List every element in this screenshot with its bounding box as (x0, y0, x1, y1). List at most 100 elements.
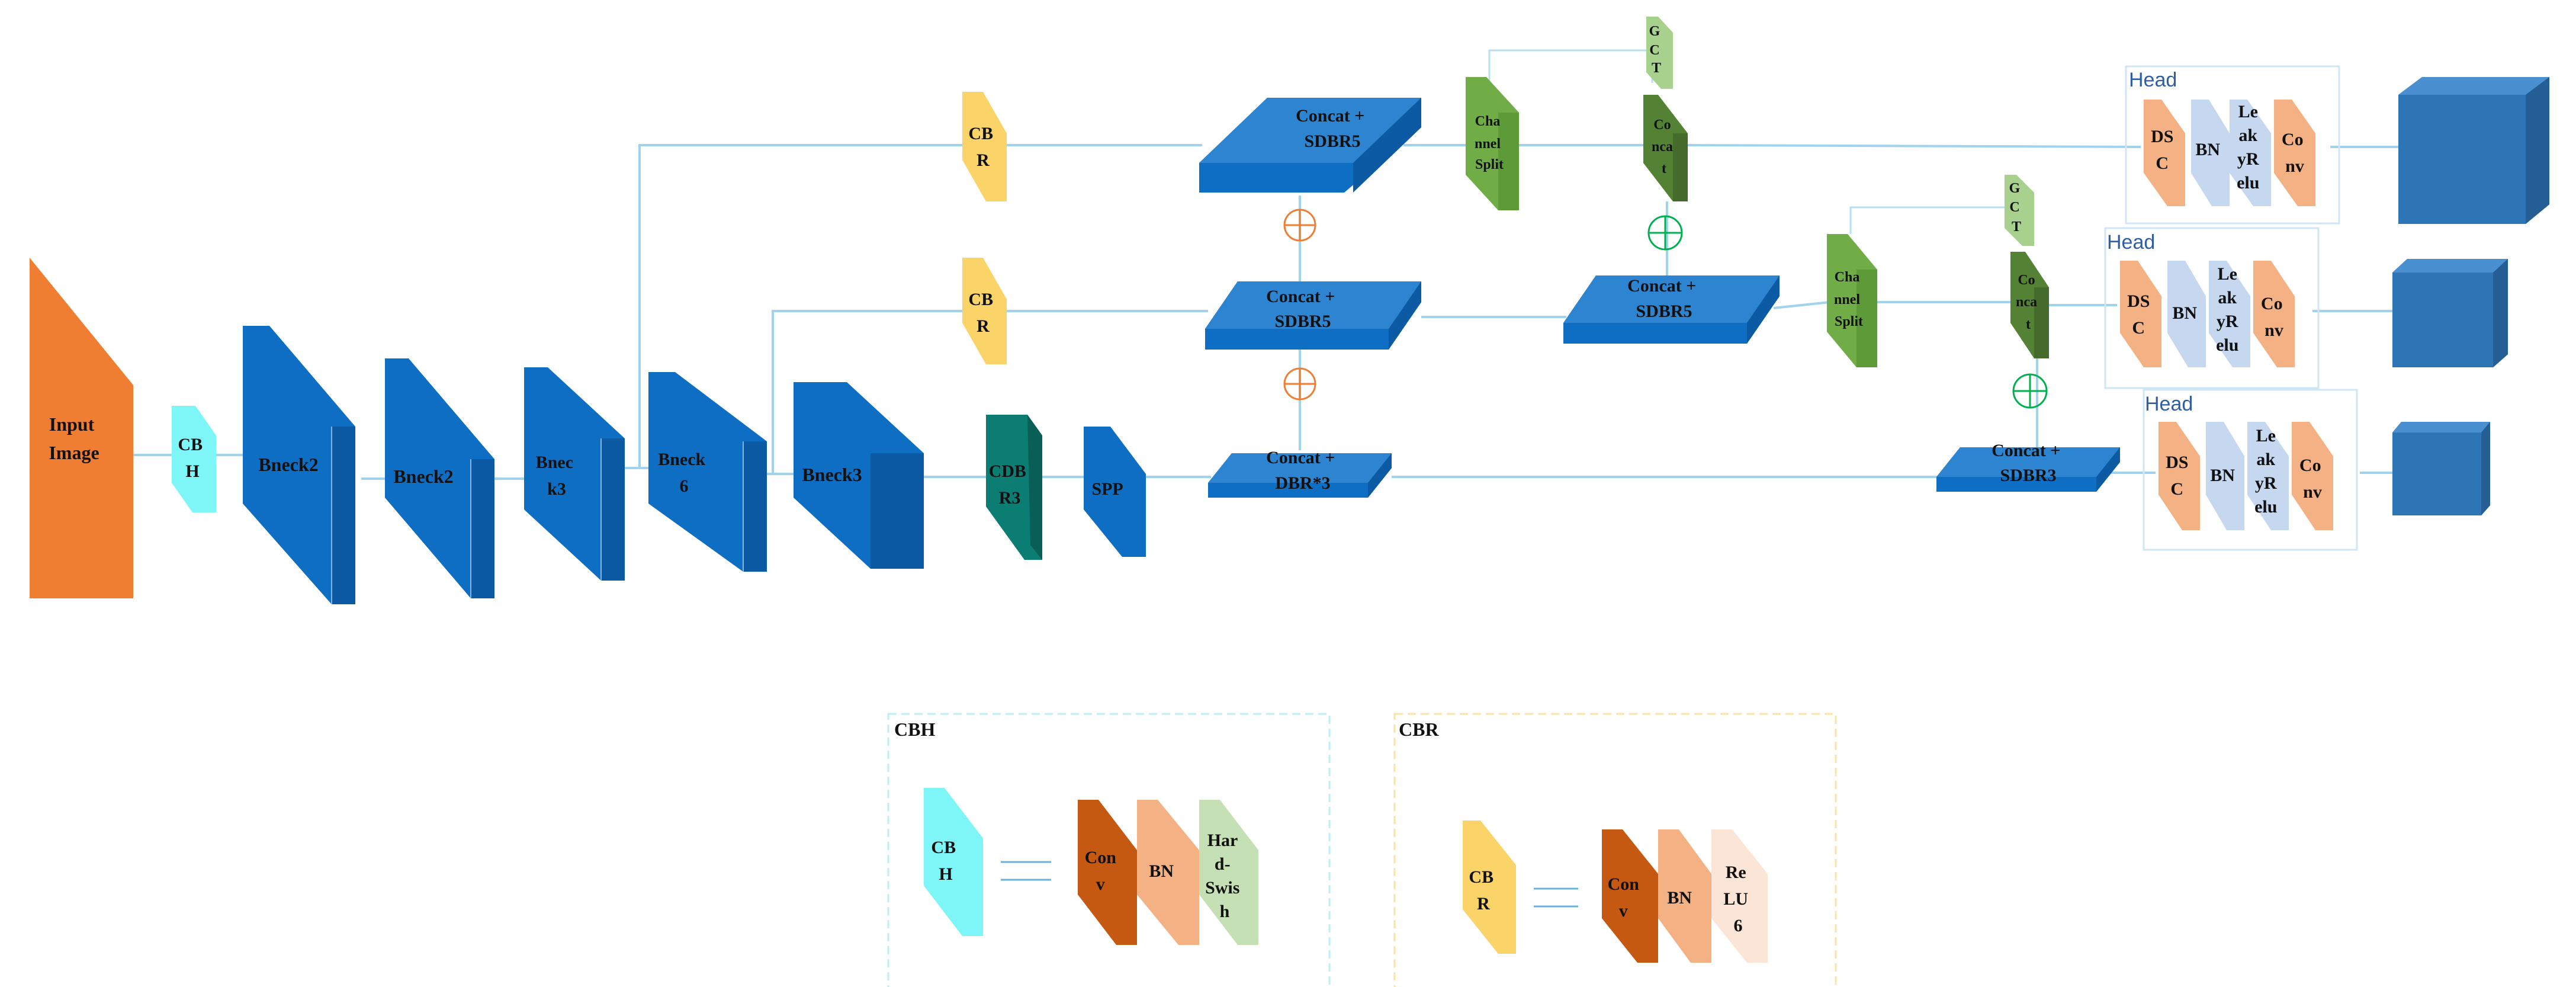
channel-split-top-block: Cha nnel Split (1466, 77, 1519, 210)
concat-small-mid-line1: Co (2018, 273, 2035, 288)
svg-text:DS C BN Le: DS C BN Le ak yR elu Co nv (2151, 102, 2308, 193)
head-2-title: Head (2107, 231, 2155, 254)
input-label-line1: Input (49, 414, 95, 435)
head-1-title: Head (2129, 69, 2177, 91)
cbr-top-label-line1: CB (968, 124, 993, 143)
bneck3-2-label: Bneck3 (802, 464, 862, 485)
svg-text:Cha nnel Split: Cha nnel Split (1475, 114, 1504, 172)
bneck2-block-2: Bneck2 (385, 358, 494, 598)
channel-split-mid-block: Cha nnel Split (1827, 234, 1877, 367)
cbr-mid-block: CB R (962, 258, 1007, 364)
bneck2-block-1: Bneck2 (243, 326, 355, 604)
cdbr3-block: CDB R3 (986, 415, 1042, 560)
gct-top-label-line3: T (1652, 60, 1661, 76)
head-1-conv-line1: Co (2282, 130, 2304, 149)
output-cube-1 (2398, 77, 2549, 224)
svg-text:Concat + SDBR5: Concat + SDBR5 (1627, 276, 1701, 321)
head-2-dsc-line2: C (2132, 318, 2145, 338)
bneck2-1-label: Bneck2 (258, 454, 318, 475)
bneck6-label-line2: 6 (680, 476, 689, 496)
svg-text:CB H: CB H (931, 838, 960, 884)
svg-text:DS C BN Le: DS C BN Le ak yR elu Co nv (2127, 264, 2287, 355)
legend-cbh-block-line2: H (939, 864, 952, 884)
head-2-conv-line1: Co (2261, 294, 2283, 313)
output-cube-3 (2392, 422, 2490, 515)
bneck3-1-label-line2: k3 (547, 479, 566, 499)
svg-text:Input Image: Input Image (49, 414, 99, 463)
split-mid-label-line2: nnel (1834, 292, 1860, 307)
head-1-dsc-line2: C (2156, 153, 2169, 173)
bneck3-1-label-line1: Bnec (536, 453, 573, 472)
bneck6-block: Bneck 6 (648, 372, 767, 572)
svg-text:Co nca t: Co nca t (1652, 117, 1676, 177)
legend-cbr-act-line3: 6 (1734, 916, 1743, 935)
concat-small-top-line3: t (1662, 161, 1666, 177)
head-2-dsc-line1: DS (2127, 291, 2150, 311)
head-1-dsc-line1: DS (2151, 127, 2173, 146)
gct-top-block: G C T (1646, 17, 1673, 89)
cbr-mid-label-line2: R (977, 316, 990, 336)
output-cube-2 (2392, 259, 2508, 367)
svg-text:G C T: G C T (2009, 181, 2024, 235)
head-2: Head DS C BN Le ak yR elu Co nv (2104, 227, 2320, 389)
legend-cbh-act-line3: Swis (1205, 878, 1239, 898)
legend-cbr-act-line1: Re (1726, 863, 1746, 882)
legend-cbr: CBR CB R Con v BN Re LU 6 (1393, 713, 1837, 987)
head-2-conv-line2: nv (2265, 321, 2283, 340)
head-1-leaky-line1: Le (2238, 102, 2258, 121)
head-3-leaky-line4: elu (2254, 497, 2277, 517)
legend-cbr-block-line1: CB (1469, 867, 1493, 887)
head-3-bn: BN (2210, 466, 2235, 485)
legend-cbh-act-line2: d- (1215, 854, 1231, 874)
head-1: Head DS C BN Le ak yR elu Co nv (2125, 65, 2340, 225)
cbh-block: CB H (172, 406, 216, 512)
head-3-leaky-line2: ak (2256, 450, 2275, 469)
bneck3-block-2: Bneck3 (794, 382, 924, 569)
gct-mid-label-line1: G (2009, 181, 2021, 196)
cbr-top-block: CB R (962, 92, 1007, 201)
legend-cbh-block-line1: CB (931, 838, 956, 857)
concat-mid-label-line2: SDBR5 (1274, 312, 1331, 331)
svg-text:Concat + SDBR5: Concat + SDBR5 (1266, 287, 1340, 331)
head-3: Head DS C BN Le ak yR elu Co nv (2143, 389, 2358, 551)
legend-cbh-bn: BN (1149, 861, 1174, 881)
spp-block: SPP (1084, 427, 1146, 557)
split-top-label-line1: Cha (1475, 114, 1501, 129)
concat-sdbr5-top-block: Concat + SDBR5 (1199, 98, 1421, 193)
concat-right-bot-line2: SDBR3 (2000, 466, 2056, 485)
head-3-leaky-line1: Le (2256, 426, 2276, 446)
add-icon-green-top (1647, 215, 1683, 251)
head-2-leaky-line2: ak (2218, 288, 2237, 307)
legend-cbr-conv-line1: Con (1608, 874, 1640, 894)
split-top-label-line3: Split (1475, 157, 1504, 172)
head-3-title: Head (2145, 393, 2193, 415)
head-1-leaky-line3: yR (2237, 149, 2259, 169)
concat-small-mid-block: Co nca t (2010, 252, 2049, 358)
gct-mid-label-line2: C (2009, 200, 2019, 215)
concat-small-top-line2: nca (1652, 139, 1673, 155)
input-image-block: Input Image (30, 258, 133, 598)
concat-sdbr5-right-block: Concat + SDBR5 (1563, 275, 1780, 344)
legend-cbr-conv-line2: v (1619, 901, 1628, 921)
gct-top-label-line2: C (1649, 43, 1659, 58)
svg-text:CB R: CB R (968, 124, 997, 170)
concat-small-top-block: Co nca t (1643, 95, 1688, 201)
head-2-bn: BN (2172, 303, 2197, 323)
legend-cbh: CBH CB H Con v BN Har d- Swis h (887, 713, 1331, 987)
svg-text:Cha nnel Split: Cha nnel Split (1834, 270, 1864, 329)
svg-text:G C T: G C T (1649, 24, 1664, 76)
svg-text:Co nca t: Co nca t (2016, 273, 2041, 332)
cbr-mid-label-line1: CB (968, 290, 993, 309)
cdbr3-label-line1: CDB (989, 462, 1026, 481)
head-3-leaky-line3: yR (2255, 473, 2277, 493)
legend-cbr-title: CBR (1399, 719, 1439, 740)
bneck6-label-line1: Bneck (658, 450, 705, 469)
svg-text:CDB R3: CDB R3 (989, 462, 1031, 508)
head-3-dsc-line2: C (2170, 479, 2183, 499)
legend-cbr-block-line2: R (1477, 894, 1490, 914)
legend-cbh-title: CBH (894, 719, 935, 740)
head-3-conv-line1: Co (2299, 456, 2321, 475)
concat-top-label-line1: Concat + (1296, 106, 1364, 126)
svg-text:Concat + SDBR5: Concat + SDBR5 (1296, 106, 1369, 151)
svg-text:CB R: CB R (968, 290, 997, 336)
